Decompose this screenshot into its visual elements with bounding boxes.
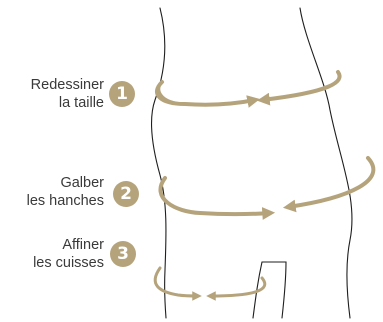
waist-left-arrow	[157, 82, 255, 105]
waist-right-arrow	[262, 72, 340, 100]
waist-band	[157, 72, 340, 105]
body-outline	[152, 8, 352, 318]
label-waist-line2: la taille	[31, 94, 104, 112]
badge-2: 2	[113, 181, 139, 207]
label-hips-line2: les hanches	[27, 192, 104, 210]
thigh-left-arrow	[155, 268, 198, 296]
hip-band	[160, 158, 373, 214]
thigh-band	[155, 268, 265, 296]
label-thighs-line1: Affiner	[33, 236, 104, 254]
label-waist: Redessiner la taille	[31, 76, 104, 112]
right-body-outline	[300, 8, 352, 318]
label-hips-line1: Galber	[27, 174, 104, 192]
label-thighs-line2: les cuisses	[33, 254, 104, 272]
label-hips: Galber les hanches	[27, 174, 104, 210]
badge-1: 1	[109, 81, 135, 107]
hip-right-arrow	[288, 158, 373, 207]
label-thighs: Affiner les cuisses	[33, 236, 104, 272]
hip-left-arrow	[160, 178, 270, 214]
badge-3: 3	[110, 241, 136, 267]
label-waist-line1: Redessiner	[31, 76, 104, 94]
